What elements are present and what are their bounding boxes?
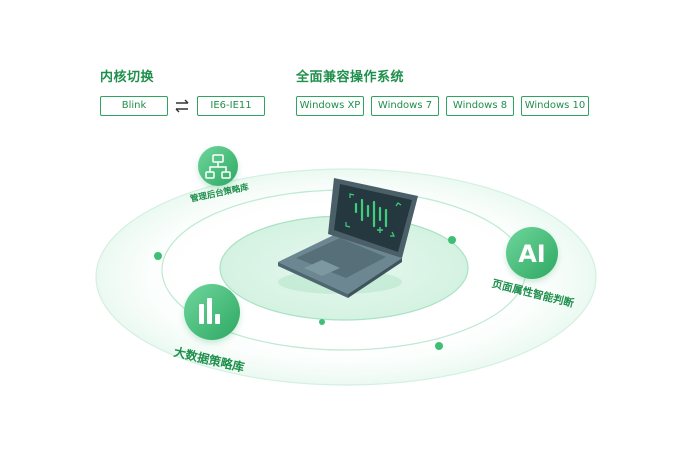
os-compat-title: 全面兼容操作系统 bbox=[296, 70, 405, 85]
os-tag-windows-xp: Windows XP bbox=[296, 96, 364, 116]
kernel-option-blink[interactable]: Blink bbox=[100, 96, 168, 116]
orbit-dot bbox=[448, 236, 456, 244]
org-chart-icon bbox=[205, 154, 231, 179]
os-tag-windows-7: Windows 7 bbox=[371, 96, 439, 116]
swap-arrows-icon[interactable] bbox=[174, 99, 190, 113]
orbit-dot bbox=[154, 252, 162, 260]
orbit-dot bbox=[435, 342, 443, 350]
os-tag-windows-8: Windows 8 bbox=[446, 96, 514, 116]
os-tag-windows-10: Windows 10 bbox=[521, 96, 589, 116]
laptop-illustration bbox=[278, 178, 418, 298]
kernel-option-ie[interactable]: IE6-IE11 bbox=[197, 96, 265, 116]
bar-chart-icon bbox=[199, 298, 220, 324]
ai-judgement-bubble bbox=[506, 227, 558, 279]
ai-icon-text: AI bbox=[518, 240, 546, 268]
kernel-switch-title: 内核切换 bbox=[100, 70, 155, 85]
orbit-dot bbox=[319, 319, 325, 325]
